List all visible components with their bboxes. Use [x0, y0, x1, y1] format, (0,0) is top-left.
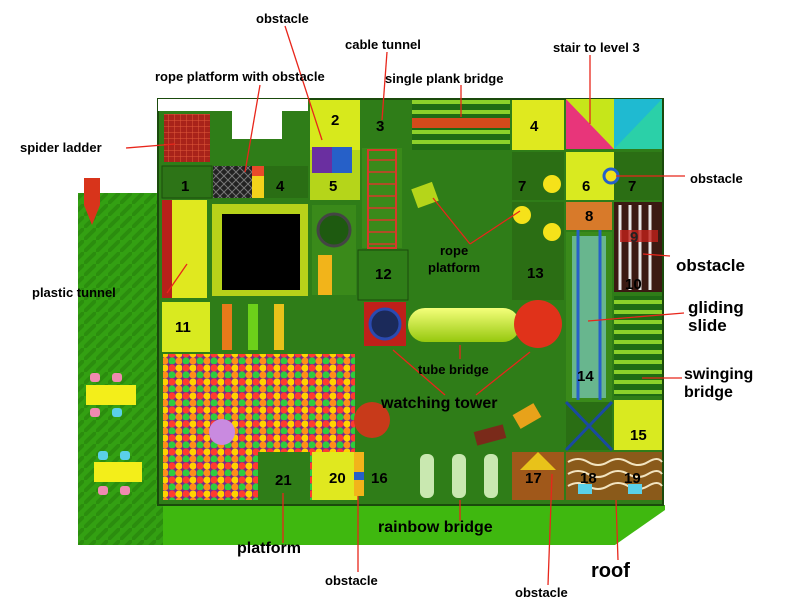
zone-number-4a: 4	[276, 178, 284, 195]
chair-1a	[90, 373, 100, 382]
plank-bridge-center	[412, 118, 510, 128]
zone-number-6: 6	[582, 178, 590, 195]
table-1	[86, 385, 136, 405]
ball-pit-toy	[209, 419, 235, 445]
zone-11-post2	[248, 304, 258, 350]
zone-number-14: 14	[577, 368, 594, 385]
zone-4a-panel	[262, 166, 308, 198]
zone-number-4b: 4	[530, 118, 538, 135]
label-swinging-bridge-1: swinging	[684, 366, 753, 384]
chair-1c	[90, 408, 100, 417]
tube-bridge	[408, 308, 520, 342]
label-obstacle-bottom-left: obstacle	[325, 573, 378, 588]
zone-number-11: 11	[175, 319, 191, 336]
label-gliding-slide-2: slide	[688, 316, 727, 336]
obstacle-red	[620, 230, 658, 242]
zone-number-1: 1	[181, 178, 189, 195]
chair-2d	[120, 486, 130, 495]
label-rope-platform-1: rope	[440, 243, 468, 258]
chair-2c	[98, 486, 108, 495]
zone-number-5: 5	[329, 178, 337, 195]
obstacle-post-top	[252, 166, 264, 176]
label-obstacle-right-top: obstacle	[690, 171, 743, 186]
zone-number-3: 3	[376, 118, 384, 135]
pit-round	[318, 214, 350, 246]
label-stair-level3: stair to level 3	[553, 40, 640, 55]
chair-2b	[120, 451, 130, 460]
label-spider-ladder: spider ladder	[20, 140, 102, 155]
label-obstacle-top: obstacle	[256, 11, 309, 26]
dark-pit	[222, 214, 300, 290]
zone-number-7a: 7	[518, 178, 526, 195]
label-watching-tower: watching tower	[381, 395, 497, 413]
obstacle-pole-blue	[354, 472, 364, 480]
tube-bridge-ring	[370, 309, 400, 339]
zone-number-2: 2	[331, 112, 339, 129]
rainbow-bridge-roll1	[420, 454, 434, 498]
label-rope-platform-2: platform	[428, 260, 480, 275]
label-plastic-tunnel: plastic tunnel	[32, 285, 116, 300]
plastic-tunnel-end	[162, 200, 172, 298]
zone-number-13: 13	[527, 265, 544, 282]
chair-1d	[112, 408, 122, 417]
chair-2a	[98, 451, 108, 460]
zone-number-10: 10	[625, 276, 642, 293]
zone-number-9: 9	[630, 229, 638, 246]
zone-11-post1	[222, 304, 232, 350]
tube-bridge-end	[514, 300, 562, 348]
label-single-plank-bridge: single plank bridge	[385, 71, 503, 86]
rainbow-bridge-roll2	[452, 454, 466, 498]
zone-13-dot2	[543, 223, 561, 241]
zone-number-7b: 7	[628, 178, 636, 195]
label-roof: roof	[591, 560, 630, 583]
zone-number-20: 20	[329, 470, 346, 487]
label-swinging-bridge-2: bridge	[684, 384, 733, 402]
label-tube-bridge: tube bridge	[418, 362, 489, 377]
label-rope-platform-obstacle: rope platform with obstacle	[155, 69, 325, 84]
table-2	[94, 462, 142, 482]
zone-number-19: 19	[624, 470, 641, 487]
obstacle-star	[604, 169, 618, 183]
label-cable-tunnel: cable tunnel	[345, 37, 421, 52]
label-platform: platform	[237, 540, 301, 558]
label-obstacle-bottom-right: obstacle	[515, 585, 568, 600]
zone-number-15: 15	[630, 427, 647, 444]
pit-yellow-bar	[318, 255, 332, 295]
chair-1b	[112, 373, 122, 382]
obstacle-block-blue	[332, 147, 352, 173]
rope-platform-area	[402, 150, 510, 300]
label-rainbow-bridge: rainbow bridge	[378, 519, 493, 537]
rainbow-bridge-roll3	[484, 454, 498, 498]
zone-number-17: 17	[525, 470, 542, 487]
zone-number-16: 16	[371, 470, 388, 487]
swinging-bridge	[614, 296, 662, 396]
label-gliding-slide-1: gliding	[688, 298, 744, 318]
zone-number-21: 21	[275, 472, 292, 489]
label-obstacle-right-mid: obstacle	[676, 256, 745, 276]
zone-number-18: 18	[580, 470, 597, 487]
zone-13-dot1	[513, 206, 531, 224]
zone-number-8: 8	[585, 208, 593, 225]
rope-platform-net	[213, 166, 253, 198]
obstacle-block-purple	[312, 147, 332, 173]
spider-ladder-net	[164, 114, 210, 162]
zone-11-post3	[274, 304, 284, 350]
zone-7a-dot	[543, 175, 561, 193]
zone-number-12: 12	[375, 266, 392, 283]
